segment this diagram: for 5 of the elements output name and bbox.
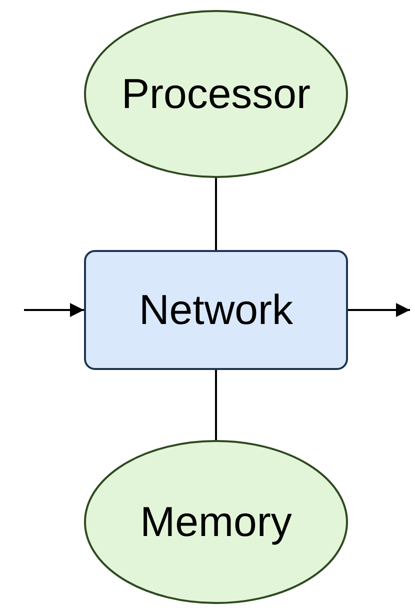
connector-line — [215, 370, 217, 440]
node-label: Network — [138, 286, 294, 334]
node-label: Memory — [140, 498, 292, 546]
node-label: Processor — [121, 70, 311, 118]
connector-line — [215, 178, 217, 250]
